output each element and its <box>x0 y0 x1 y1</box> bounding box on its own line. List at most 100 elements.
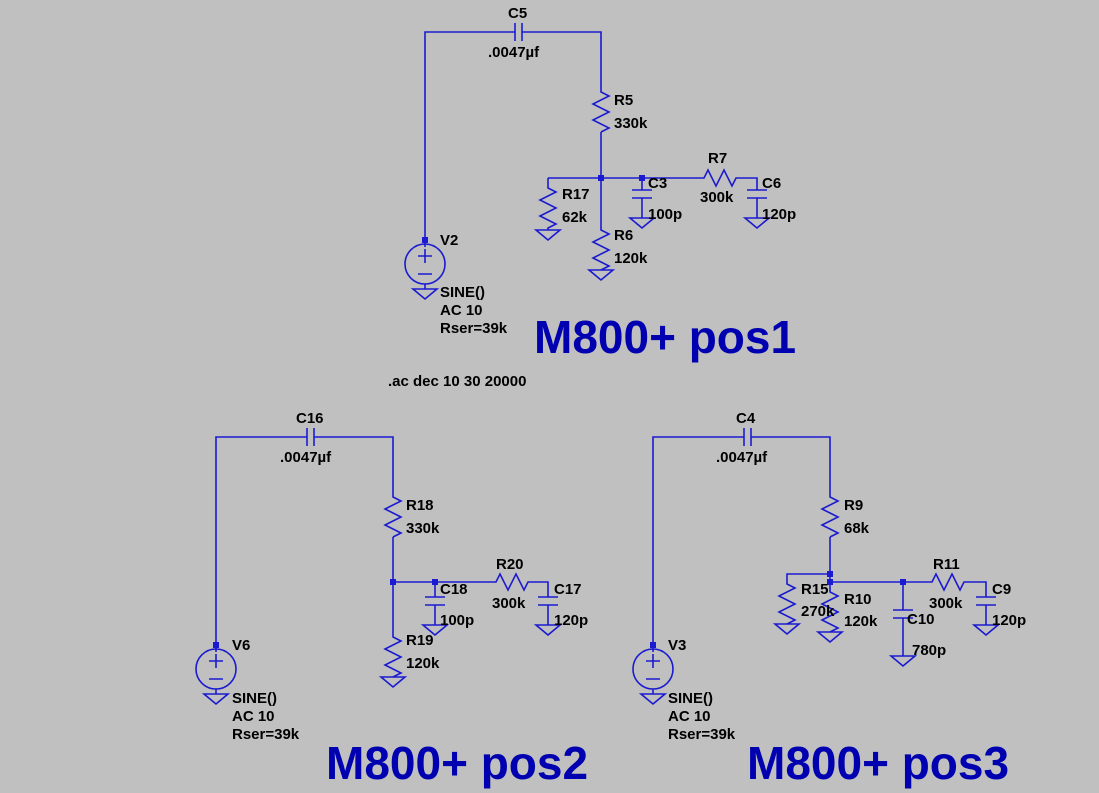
label-c9: C9 <box>992 581 1011 598</box>
capacitor-c17[interactable] <box>538 596 558 625</box>
junction-dot <box>900 579 906 585</box>
resistor-r6[interactable] <box>591 226 611 271</box>
junction-dot <box>432 579 438 585</box>
capacitor-c3[interactable] <box>632 189 652 218</box>
wire <box>829 537 928 583</box>
voltage-source-v2[interactable] <box>404 240 446 289</box>
label-c16: C16 <box>296 410 324 427</box>
label-r11-value: 300k <box>929 595 963 612</box>
label-v6: V6 <box>232 637 250 654</box>
label-r5: R5 <box>614 92 633 109</box>
ground-symbol <box>378 676 408 689</box>
wire <box>215 436 307 645</box>
circuit-pos3: C4 .0047µf R9 68k R15 270k R10 120k C10 … <box>632 410 1026 789</box>
ground-symbol <box>533 229 563 242</box>
capacitor-c16[interactable] <box>306 428 315 446</box>
label-r17-value: 62k <box>562 209 588 226</box>
junction-dot <box>650 642 656 648</box>
ground-symbol <box>971 624 1001 637</box>
label-c10-value: 780p <box>912 642 946 659</box>
label-r7-value: 300k <box>700 189 734 206</box>
resistor-r9[interactable] <box>820 493 840 538</box>
label-c16-value: .0047µf <box>280 449 332 466</box>
resistor-r15[interactable] <box>777 582 797 625</box>
wire <box>314 436 394 493</box>
capacitor-c6[interactable] <box>747 189 767 218</box>
junction-dot <box>827 579 833 585</box>
ground-symbol <box>410 288 440 301</box>
junction-dot <box>390 579 396 585</box>
label-r17: R17 <box>562 186 590 203</box>
ground-symbol <box>627 217 657 230</box>
spice-directive[interactable]: .ac dec 10 30 20000 <box>388 373 526 390</box>
wire <box>786 573 830 582</box>
capacitor-c4[interactable] <box>743 428 752 446</box>
label-c6-value: 120p <box>762 206 796 223</box>
junction-dot <box>422 237 428 243</box>
label-r20: R20 <box>496 556 524 573</box>
label-c18-value: 100p <box>440 612 474 629</box>
label-r15-value: 270k <box>801 603 835 620</box>
wire <box>424 31 515 240</box>
label-c5-value: .0047µf <box>488 44 540 61</box>
ground-symbol <box>742 217 772 230</box>
resistor-r10[interactable] <box>820 588 840 633</box>
voltage-source-v3[interactable] <box>632 645 674 694</box>
wire <box>522 31 602 88</box>
label-v3-rser: Rser=39k <box>668 726 736 743</box>
capacitor-c9[interactable] <box>976 596 996 625</box>
junction-dot <box>827 571 833 577</box>
resistor-r19[interactable] <box>383 633 403 678</box>
label-c3: C3 <box>648 175 667 192</box>
junction-dot <box>639 175 645 181</box>
junction-dot <box>598 175 604 181</box>
label-c10: C10 <box>907 611 935 628</box>
circuit-title-pos2: M800+ pos2 <box>326 737 588 789</box>
capacitor-c5[interactable] <box>514 23 523 41</box>
wire <box>751 436 831 493</box>
resistor-r20[interactable] <box>492 572 532 592</box>
label-r9-value: 68k <box>844 520 870 537</box>
ground-symbol <box>533 624 563 637</box>
circuit-title-pos3: M800+ pos3 <box>747 737 1009 789</box>
capacitor-c18[interactable] <box>425 596 445 625</box>
label-c18: C18 <box>440 581 468 598</box>
label-r10: R10 <box>844 591 872 608</box>
label-r19-value: 120k <box>406 655 440 672</box>
voltage-source-v6[interactable] <box>195 645 237 694</box>
label-r5-value: 330k <box>614 115 648 132</box>
label-r18: R18 <box>406 497 434 514</box>
resistor-r18[interactable] <box>383 493 403 538</box>
label-c17-value: 120p <box>554 612 588 629</box>
ground-symbol <box>815 631 845 644</box>
ground-symbol <box>586 269 616 282</box>
label-r15: R15 <box>801 581 829 598</box>
ground-symbol <box>638 693 668 706</box>
label-c5: C5 <box>508 5 527 22</box>
ground-symbol <box>201 693 231 706</box>
resistor-r11[interactable] <box>928 572 968 592</box>
label-v3: V3 <box>668 637 686 654</box>
label-v6-value: SINE() <box>232 690 277 707</box>
ground-symbol <box>772 623 802 636</box>
circuit-pos2: C16 .0047µf R18 330k R19 120k C18 100p R… <box>195 410 588 789</box>
wire <box>532 581 549 597</box>
circuit-title-pos1: M800+ pos1 <box>534 311 796 363</box>
label-c9-value: 120p <box>992 612 1026 629</box>
label-r10-value: 120k <box>844 613 878 630</box>
label-v2-rser: Rser=39k <box>440 320 508 337</box>
label-c3-value: 100p <box>648 206 682 223</box>
resistor-r7[interactable] <box>700 168 740 188</box>
label-r9: R9 <box>844 497 863 514</box>
label-c4-value: .0047µf <box>716 449 768 466</box>
capacitor-c10[interactable] <box>893 609 913 656</box>
junction-dot <box>213 642 219 648</box>
label-r19: R19 <box>406 632 434 649</box>
wire <box>652 436 744 645</box>
resistor-r17[interactable] <box>538 186 558 230</box>
wire <box>968 581 987 597</box>
resistor-r5[interactable] <box>591 88 611 133</box>
label-v2: V2 <box>440 232 458 249</box>
label-r11: R11 <box>933 556 960 573</box>
label-v6-rser: Rser=39k <box>232 726 300 743</box>
